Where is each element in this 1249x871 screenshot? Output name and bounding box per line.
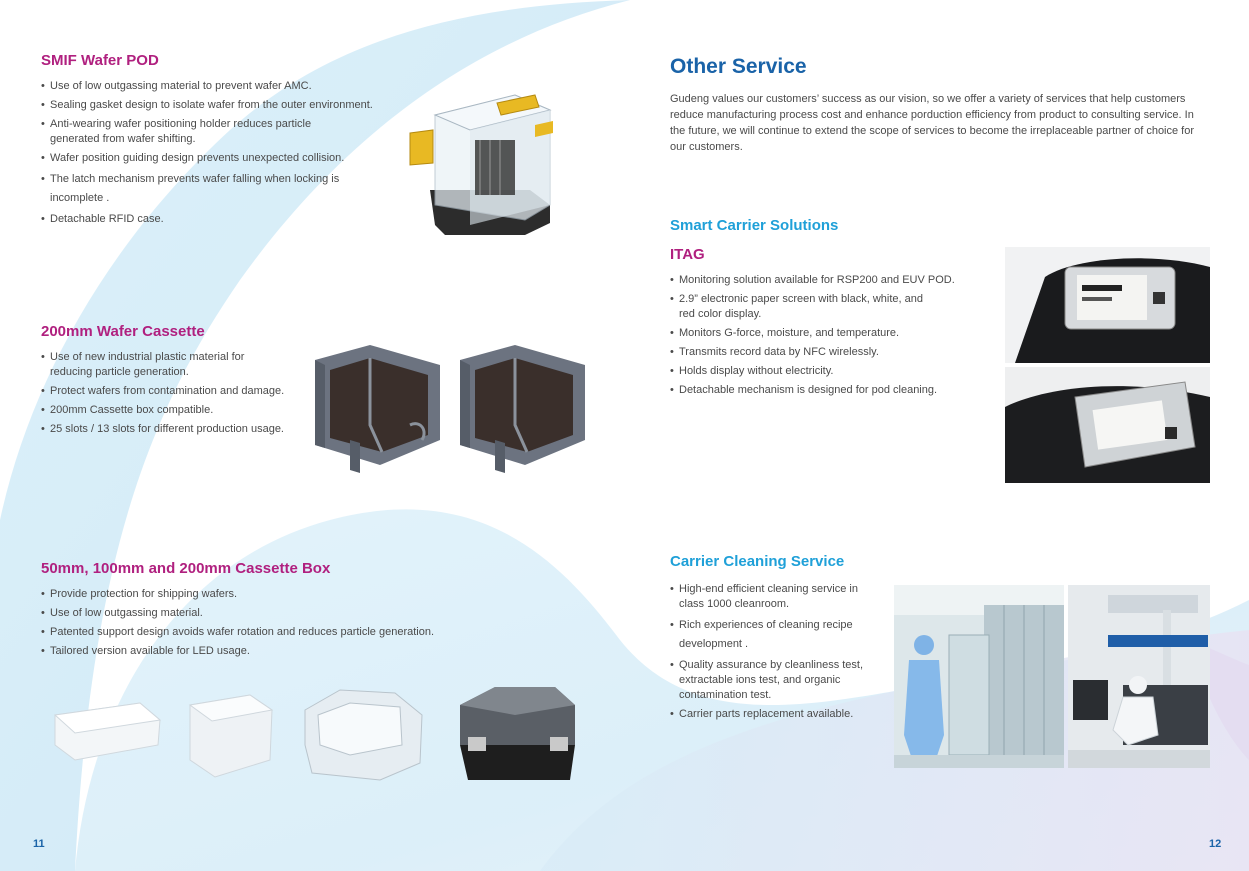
itag-photo-bottom: [1005, 367, 1210, 483]
page-number-right: 12: [1209, 838, 1222, 850]
list-item: Use of new industrial plastic material f…: [41, 350, 280, 380]
list-item: Holds display without electricity.: [670, 364, 990, 379]
cassette-box-title: 50mm, 100mm and 200mm Cassette Box: [41, 560, 331, 577]
cassette-section: 200mm Wafer Cassette Use of new industri…: [41, 323, 311, 441]
wafer-cassette-image: [315, 345, 585, 473]
itag-subtitle: ITAG: [670, 246, 705, 263]
other-service-title: Other Service: [670, 55, 807, 78]
list-item: 25 slots / 13 slots for different produc…: [41, 422, 311, 437]
smart-carrier-section: Smart Carrier Solutions ITAG Monitoring …: [670, 217, 990, 402]
cleaning-bullets: High-end efficient cleaning service in c…: [670, 582, 885, 722]
list-item: Patented support design avoids wafer rot…: [41, 625, 491, 640]
cassette-bullets: Use of new industrial plastic material f…: [41, 350, 311, 437]
list-item: Detachable mechanism is designed for pod…: [670, 383, 990, 398]
list-item: Tailored version available for LED usage…: [41, 644, 491, 659]
list-item: Monitors G-force, moisture, and temperat…: [670, 326, 990, 341]
carrier-cleaning-section: Carrier Cleaning Service High-end effici…: [670, 553, 885, 726]
smart-carrier-title: Smart Carrier Solutions: [670, 217, 839, 234]
inspection-lab-photo: [1068, 585, 1210, 768]
list-item: The latch mechanism prevents wafer falli…: [41, 170, 360, 208]
list-item: Use of low outgassing material.: [41, 606, 491, 621]
list-item: Sealing gasket design to isolate wafer f…: [41, 98, 401, 113]
smif-title: SMIF Wafer POD: [41, 52, 159, 69]
list-item: Rich experiences of cleaning recipe deve…: [670, 616, 885, 654]
list-item: Carrier parts replacement available.: [670, 707, 885, 722]
list-item: Anti-wearing wafer positioning holder re…: [41, 117, 350, 147]
cassette-title: 200mm Wafer Cassette: [41, 323, 205, 340]
smif-pod-image: [409, 94, 553, 235]
cassette-boxes-image: [53, 687, 575, 781]
list-item: 200mm Cassette box compatible.: [41, 403, 311, 418]
cleanroom-photo: [894, 585, 1064, 768]
cassette-box-bullets: Provide protection for shipping wafers. …: [41, 587, 491, 659]
smif-bullets: Use of low outgassing material to preven…: [41, 79, 401, 227]
list-item: Protect wafers from contamination and da…: [41, 384, 311, 399]
other-service-section: Other Service Gudeng values our customer…: [670, 55, 1210, 155]
list-item: Quality assurance by cleanliness test, e…: [670, 658, 879, 703]
list-item: Detachable RFID case.: [41, 212, 401, 227]
list-item: Use of low outgassing material to preven…: [41, 79, 401, 94]
itag-photo-top: [1005, 247, 1210, 363]
list-item: Transmits record data by NFC wirelessly.: [670, 345, 990, 360]
list-item: 2.9” electronic paper screen with black,…: [670, 292, 929, 322]
carrier-cleaning-title: Carrier Cleaning Service: [670, 553, 845, 570]
list-item: Monitoring solution available for RSP200…: [670, 273, 990, 288]
other-service-paragraph: Gudeng values our customers’ success as …: [670, 93, 1195, 153]
smif-section: SMIF Wafer POD Use of low outgassing mat…: [41, 52, 401, 231]
page-number-left: 11: [33, 838, 45, 850]
list-item: Provide protection for shipping wafers.: [41, 587, 491, 602]
list-item: High-end efficient cleaning service in c…: [670, 582, 885, 612]
cassette-box-section: 50mm, 100mm and 200mm Cassette Box Provi…: [41, 560, 491, 663]
list-item: Wafer position guiding design prevents u…: [41, 151, 401, 166]
itag-bullets: Monitoring solution available for RSP200…: [670, 273, 990, 398]
